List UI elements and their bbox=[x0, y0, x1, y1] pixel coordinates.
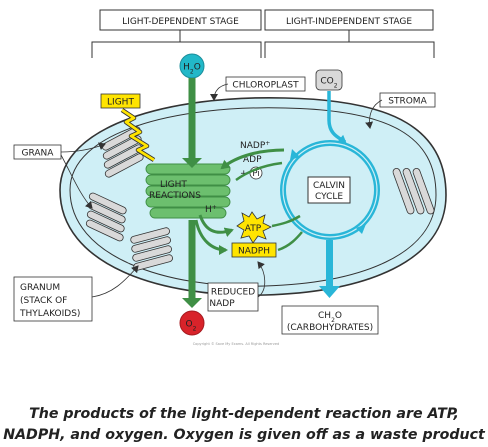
h2o-down-arrow-shaft bbox=[188, 78, 196, 160]
ch2o-arrow-shaft bbox=[326, 240, 333, 288]
light-reactions-label-1: LIGHT bbox=[160, 180, 187, 190]
calvin-cycle bbox=[280, 140, 380, 240]
ch2o-arrow-head bbox=[319, 286, 340, 298]
co2-box: CO2 bbox=[315, 69, 343, 91]
to-nadph-arrow bbox=[194, 219, 228, 255]
calvin-label-2: CYCLE bbox=[315, 192, 343, 202]
svg-text:CO2: CO2 bbox=[320, 77, 337, 90]
chloroplast-body bbox=[59, 97, 447, 296]
o2-down-arrow-shaft bbox=[188, 220, 196, 300]
light-label-box: LIGHT bbox=[100, 93, 141, 109]
calvin-label-1: CALVIN bbox=[313, 181, 345, 191]
h2o-molecule: H2O bbox=[179, 53, 205, 79]
svg-text:O2: O2 bbox=[186, 320, 197, 333]
grana-stack-left-2 bbox=[85, 192, 127, 242]
chloroplast-label-box: CHLOROPLAST bbox=[225, 76, 306, 92]
svg-text:ATP: ATP bbox=[245, 224, 262, 234]
svg-text:(CARBOHYDRATES): (CARBOHYDRATES) bbox=[287, 323, 373, 333]
granum-label-box: GRANUM (STACK OF THYLAKOIDS) bbox=[13, 276, 93, 322]
reduced-nadp-pointer bbox=[257, 261, 266, 298]
nadph-to-calvin-arrow bbox=[277, 231, 303, 252]
svg-text:THYLAKOIDS): THYLAKOIDS) bbox=[19, 309, 80, 319]
caption-line-2: NADPH, and oxygen. Oxygen is given off a… bbox=[3, 427, 485, 443]
calvin-cycle-label-box: CALVIN CYCLE bbox=[307, 176, 351, 204]
grana-label-box: GRANA bbox=[13, 144, 62, 160]
grana-stack-bottom bbox=[130, 227, 173, 271]
granum-pointer bbox=[91, 265, 139, 298]
svg-text:STROMA: STROMA bbox=[388, 97, 427, 107]
atp-to-calvin-arrow bbox=[271, 214, 301, 228]
ch2o-box: CH2O (CARBOHYDRATES) bbox=[281, 305, 379, 335]
adp-label: ADP bbox=[243, 155, 262, 165]
svg-text:NADPH: NADPH bbox=[238, 247, 270, 257]
nadp-return-arrow bbox=[220, 148, 285, 170]
light-reactions-stack bbox=[145, 163, 231, 219]
svg-text:CH2O: CH2O bbox=[318, 311, 342, 324]
to-atp-arrow bbox=[198, 214, 234, 238]
grana-stack-left-1 bbox=[101, 126, 144, 178]
light-dependent-stage-box: LIGHT-DEPENDENT STAGE bbox=[99, 9, 262, 31]
adp-return-arrow bbox=[235, 161, 283, 182]
grana-pointer-1 bbox=[60, 142, 106, 153]
light-dependent-bracket bbox=[91, 30, 262, 58]
svg-text:CHLOROPLAST: CHLOROPLAST bbox=[232, 81, 299, 91]
light-independent-stage-label: LIGHT-INDEPENDENT STAGE bbox=[286, 17, 412, 27]
caption-line-1: The products of the light-dependent reac… bbox=[29, 406, 459, 422]
figure-caption: The products of the light-dependent reac… bbox=[0, 404, 488, 446]
co2-arrow bbox=[327, 91, 347, 144]
stroma-pointer bbox=[365, 99, 383, 129]
svg-text:LIGHT: LIGHT bbox=[107, 98, 134, 108]
svg-text:(STACK OF: (STACK OF bbox=[20, 296, 67, 306]
light-independent-bracket bbox=[264, 30, 435, 58]
light-dependent-stage-label: LIGHT-DEPENDENT STAGE bbox=[122, 17, 239, 27]
stroma-label-box: STROMA bbox=[379, 92, 436, 108]
svg-text:NADP: NADP bbox=[209, 299, 235, 309]
copyright-text: Copyright © Save My Exams. All Rights Re… bbox=[193, 342, 280, 346]
h2o-down-arrow-head bbox=[182, 158, 202, 168]
o2-down-arrow-head bbox=[182, 298, 202, 308]
svg-text:GRANA: GRANA bbox=[22, 149, 55, 159]
h-plus-label: H+ bbox=[205, 204, 217, 216]
light-independent-stage-box: LIGHT-INDEPENDENT STAGE bbox=[264, 9, 434, 31]
grana-pointer-2 bbox=[60, 154, 93, 209]
nadph-box: NADPH bbox=[231, 242, 277, 258]
reduced-nadp-box: REDUCED NADP bbox=[207, 282, 259, 312]
light-reactions-label-2: REACTIONS bbox=[149, 191, 201, 201]
o2-molecule: O2 bbox=[179, 310, 205, 336]
chloroplast-pointer bbox=[210, 83, 229, 101]
svg-text:Pi: Pi bbox=[252, 169, 259, 179]
grana-stack-right bbox=[392, 168, 435, 215]
light-bolt-icon bbox=[121, 108, 155, 162]
nadp-plus-label: NADP+ bbox=[240, 140, 270, 152]
svg-text:GRANUM: GRANUM bbox=[20, 283, 60, 293]
svg-text:REDUCED: REDUCED bbox=[211, 288, 255, 298]
svg-text:H2O: H2O bbox=[183, 63, 201, 76]
